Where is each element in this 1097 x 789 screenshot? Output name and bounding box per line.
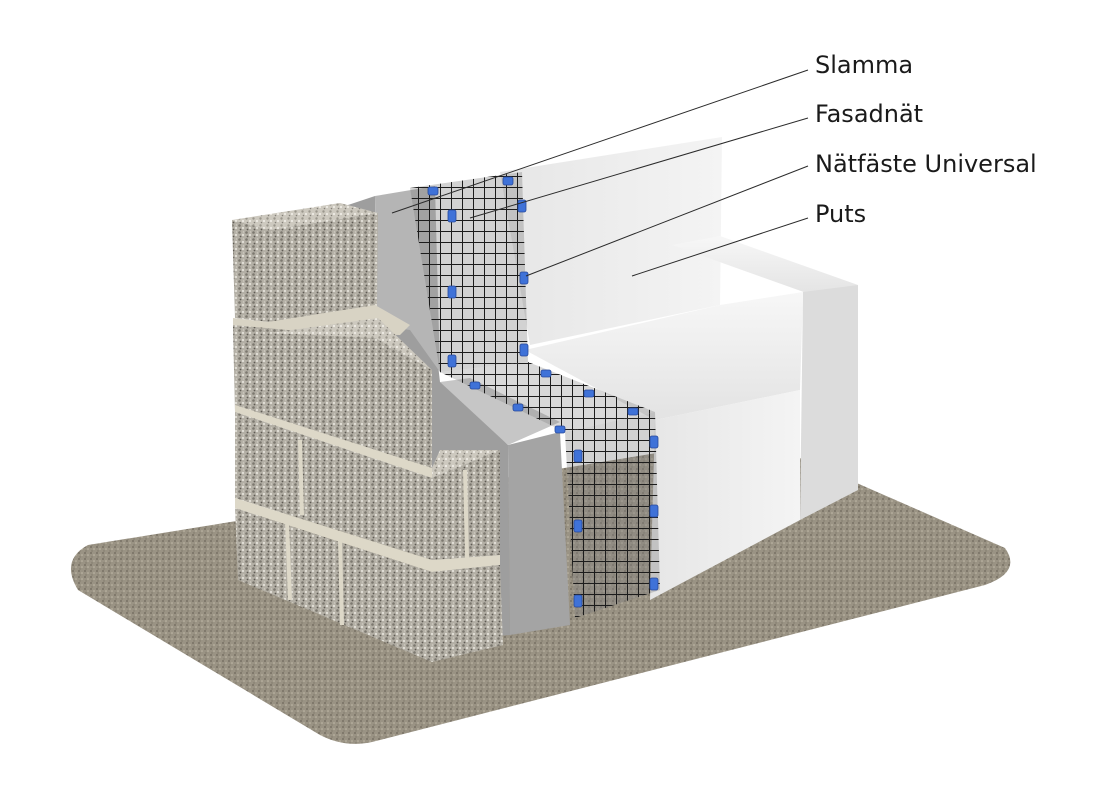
callout-label-puts: Puts xyxy=(815,200,866,228)
fastener xyxy=(447,209,457,223)
callout-label-fasadnat: Fasadnät xyxy=(815,100,923,128)
fastener xyxy=(469,381,481,390)
fastener xyxy=(649,435,659,449)
fastener xyxy=(573,519,583,533)
fastener xyxy=(512,403,524,412)
callout-label-slamma: Slamma xyxy=(815,51,913,79)
fastener xyxy=(573,449,583,463)
mesh-fasteners xyxy=(427,176,659,608)
leader-line-slamma xyxy=(391,69,809,214)
fastener xyxy=(583,389,595,398)
fastener xyxy=(447,285,457,299)
fastener xyxy=(573,594,583,608)
callout-label-natfaste: Nätfäste Universal xyxy=(815,150,1037,178)
leader-line-fasadnat xyxy=(469,117,809,219)
masonry-blocks xyxy=(232,203,503,662)
leader-line-puts xyxy=(631,217,809,277)
fastener xyxy=(447,354,457,368)
fastener xyxy=(502,176,514,186)
fastener xyxy=(649,504,659,518)
leader-lines xyxy=(391,69,809,277)
fastener xyxy=(554,425,566,434)
fastener xyxy=(427,186,439,196)
fastener xyxy=(627,407,639,416)
leader-line-natfaste xyxy=(525,165,809,277)
fastener xyxy=(540,369,552,378)
fastener xyxy=(519,343,529,357)
fastener xyxy=(649,577,659,591)
mesh-layer xyxy=(410,172,660,618)
plaster-layer xyxy=(500,137,858,600)
callout-labels: Slamma Fasadnät Nätfäste Universal Puts xyxy=(815,51,1037,228)
fastener xyxy=(519,271,529,285)
